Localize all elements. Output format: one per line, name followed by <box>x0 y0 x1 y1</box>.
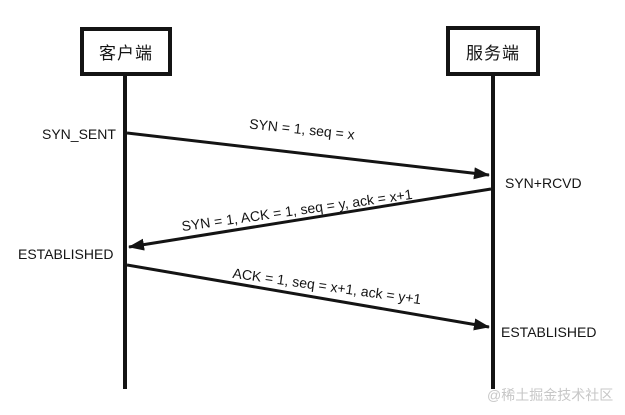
ack-arrow <box>126 263 490 331</box>
watermark: @稀土掘金技术社区 <box>487 387 614 403</box>
state-established-client: ESTABLISHED <box>18 246 114 262</box>
server-actor-box: 服务端 <box>446 26 540 76</box>
syn-ack-arrow <box>128 187 492 251</box>
client-actor-label: 客户端 <box>99 44 153 63</box>
state-established-server: ESTABLISHED <box>501 324 597 340</box>
client-actor-box: 客户端 <box>80 27 172 76</box>
state-syn-sent: SYN_SENT <box>42 126 116 142</box>
server-actor-label: 服务端 <box>466 43 520 63</box>
state-syn-rcvd: SYN+RCVD <box>505 175 582 191</box>
syn-arrow <box>126 131 490 180</box>
